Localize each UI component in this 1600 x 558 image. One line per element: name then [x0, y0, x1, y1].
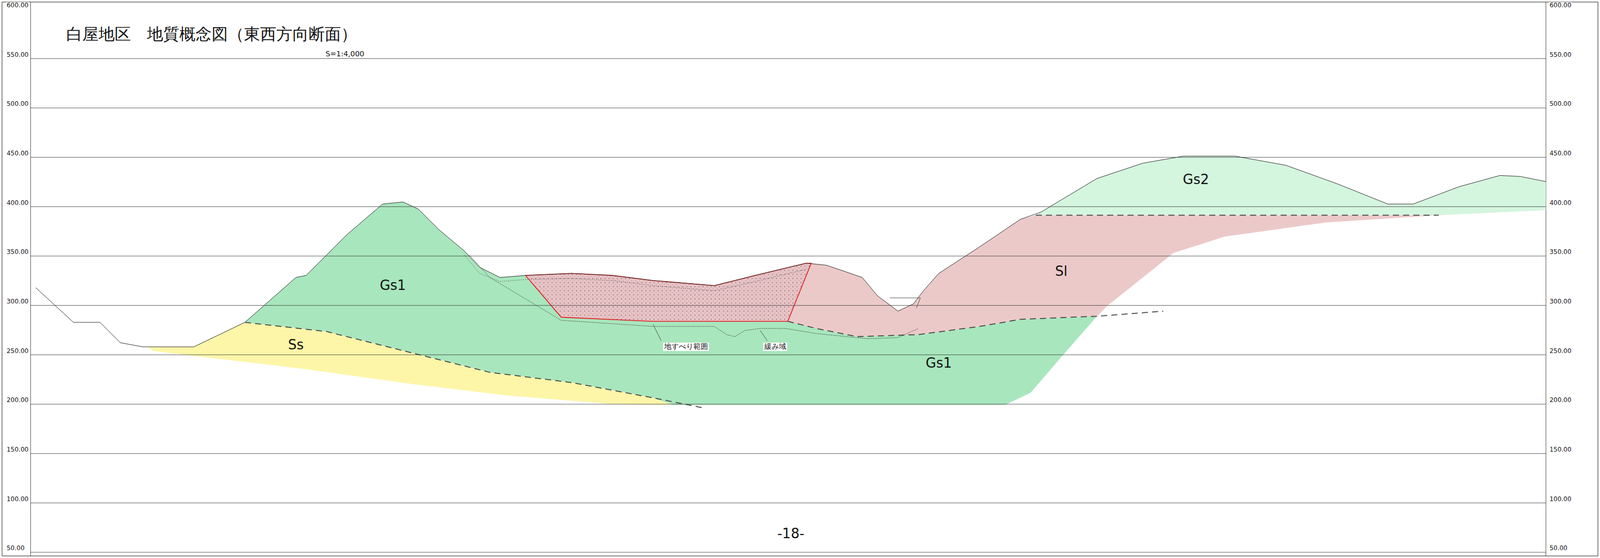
elevation-label: 550.00	[6, 51, 30, 59]
elevation-label: 150.00	[1548, 446, 1572, 454]
leader-label: 緩み域	[763, 342, 788, 351]
elevation-label: 50.00	[1548, 544, 1568, 552]
sl-unit	[785, 215, 1439, 337]
elevation-label: 250.00	[1548, 347, 1572, 355]
unit-label: Gs1	[379, 277, 406, 293]
elevation-label: 250.00	[6, 347, 30, 355]
landslide-area	[525, 263, 812, 322]
title: 白屋地区 地質概念図（東西方向断面）	[66, 25, 358, 43]
elevation-line	[30, 552, 1547, 553]
elevation-line	[30, 107, 1547, 108]
elevation-label: 200.00	[6, 396, 30, 404]
elevation-label: 300.00	[6, 298, 30, 305]
elevation-label: 500.00	[6, 100, 30, 108]
elevation-line	[30, 404, 1547, 405]
elevation-label: 550.00	[1548, 51, 1572, 59]
loosened-zone-line	[469, 254, 919, 339]
elevation-label: 400.00	[1548, 199, 1572, 207]
elevation-label: 350.00	[6, 248, 30, 256]
elevation-label: 100.00	[6, 495, 30, 503]
elevation-label: 350.00	[1548, 248, 1572, 256]
unit-label: Gs1	[925, 355, 952, 371]
elevation-label: 600.00	[6, 2, 30, 9]
elevation-line	[30, 255, 1547, 256]
elevation-label: 50.00	[6, 544, 26, 552]
elevation-label: 450.00	[1548, 150, 1572, 157]
elevation-line	[30, 502, 1547, 504]
elevation-line	[30, 58, 1547, 59]
unit-label: Gs2	[1182, 172, 1209, 188]
gs2-unit	[1035, 155, 1547, 215]
elevation-line	[30, 206, 1547, 207]
elevation-line	[30, 354, 1547, 356]
elevation-label: 100.00	[1548, 495, 1572, 503]
ground-surface	[35, 155, 1547, 347]
elevation-label: 450.00	[6, 150, 30, 157]
elevation-label: 400.00	[6, 199, 30, 207]
elevation-line	[30, 453, 1547, 454]
scale-note: S=1:4,000	[324, 50, 365, 58]
elevation-line	[30, 156, 1547, 158]
elevation-line	[30, 304, 1547, 306]
leader-label: 地すべり範囲	[663, 342, 710, 351]
elevation-label: 600.00	[1548, 2, 1572, 9]
elevation-label: 200.00	[1548, 396, 1572, 404]
elevation-label: 150.00	[6, 446, 30, 454]
ss-unit	[148, 322, 674, 405]
elevation-label: 500.00	[1548, 100, 1572, 108]
unit-label: Ss	[288, 337, 304, 353]
unit-label: Sl	[1055, 263, 1068, 279]
page-number: -18-	[777, 526, 805, 542]
elevation-label: 300.00	[1548, 298, 1572, 305]
